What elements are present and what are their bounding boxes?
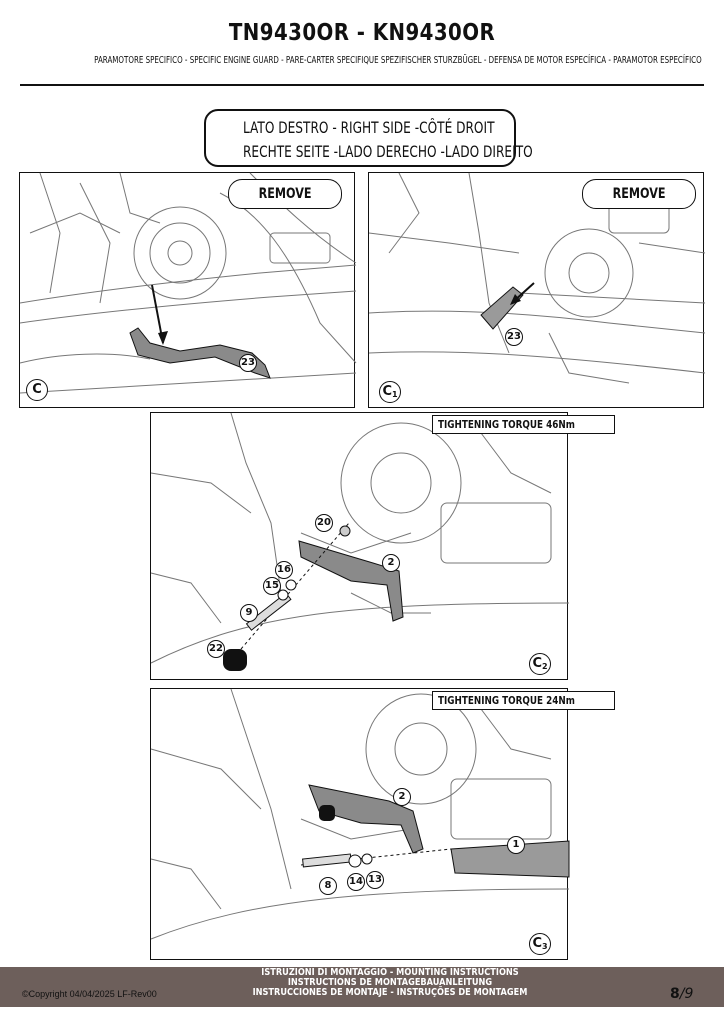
page-subtitle: PARAMOTORE SPECIFICO - SPECIFIC ENGINE G… — [94, 55, 702, 66]
panel-c3: TIGHTENING TORQUE 24Nm 2 1 8 14 13 C3 — [150, 688, 616, 960]
part-number-23: 23 — [239, 354, 257, 372]
header-divider — [20, 84, 704, 86]
footer-instructions-line1: ISTRUZIONI DI MONTAGGIO - MOUNTING INSTR… — [261, 967, 519, 978]
part-number-23: 23 — [505, 328, 523, 346]
step-c2-badge: C2 — [529, 653, 551, 675]
torque-label: TIGHTENING TORQUE 46Nm — [432, 415, 616, 434]
side-label-line2: RECHTE SEITE -LADO DERECHO -LADO DIREITO — [242, 142, 533, 161]
part-number-2: 2 — [382, 554, 400, 572]
part-number-9: 9 — [240, 604, 258, 622]
remove-label: REMOVE — [228, 179, 342, 209]
panel-c1-illustration — [368, 172, 706, 384]
panel-c: REMOVE 23 C — [19, 172, 357, 408]
page-title: TN9430OR - KN9430OR — [228, 20, 496, 46]
part-number-2: 2 — [393, 788, 411, 806]
part-number-16: 16 — [275, 561, 293, 579]
panel-c-illustration — [19, 172, 357, 394]
side-label-line1: LATO DESTRO - RIGHT SIDE -CÔTÉ DROIT — [242, 118, 495, 137]
part-number-20: 20 — [315, 514, 333, 532]
torque-label: TIGHTENING TORQUE 24Nm — [432, 691, 616, 710]
part-number-22: 22 — [207, 640, 225, 658]
copyright-text: ©Copyright 04/04/2025 LF-Rev00 — [22, 989, 157, 999]
panel-c1: REMOVE 23 C1 — [368, 172, 706, 408]
part-number-13: 13 — [366, 871, 384, 889]
footer-instructions-line2: INSTRUCTIONS DE MONTAGEBAUANLEITUNG — [287, 977, 493, 988]
page-number: 8/9 — [670, 986, 694, 1002]
part-number-8: 8 — [319, 877, 337, 895]
footer-instructions-line3: INSTRUCCIONES DE MONTAJE - INSTRUÇÕES DE… — [252, 987, 528, 998]
part-number-1: 1 — [507, 836, 525, 854]
side-label: LATO DESTRO - RIGHT SIDE -CÔTÉ DROIT REC… — [204, 109, 533, 167]
panel-c3-illustration — [150, 688, 570, 940]
step-c3-badge: C3 — [529, 933, 551, 955]
panel-c2: TIGHTENING TORQUE 46Nm 20 2 16 15 9 22 C… — [150, 412, 616, 680]
footer-bar — [0, 967, 724, 1007]
step-c-badge: C — [26, 379, 48, 401]
step-c1-badge: C1 — [379, 381, 401, 403]
part-number-15: 15 — [263, 577, 281, 595]
footer-instructions: ISTRUZIONI DI MONTAGGIO - MOUNTING INSTR… — [200, 968, 580, 998]
part-number-14: 14 — [347, 873, 365, 891]
remove-label: REMOVE — [582, 179, 696, 209]
panel-c2-illustration — [150, 412, 570, 671]
